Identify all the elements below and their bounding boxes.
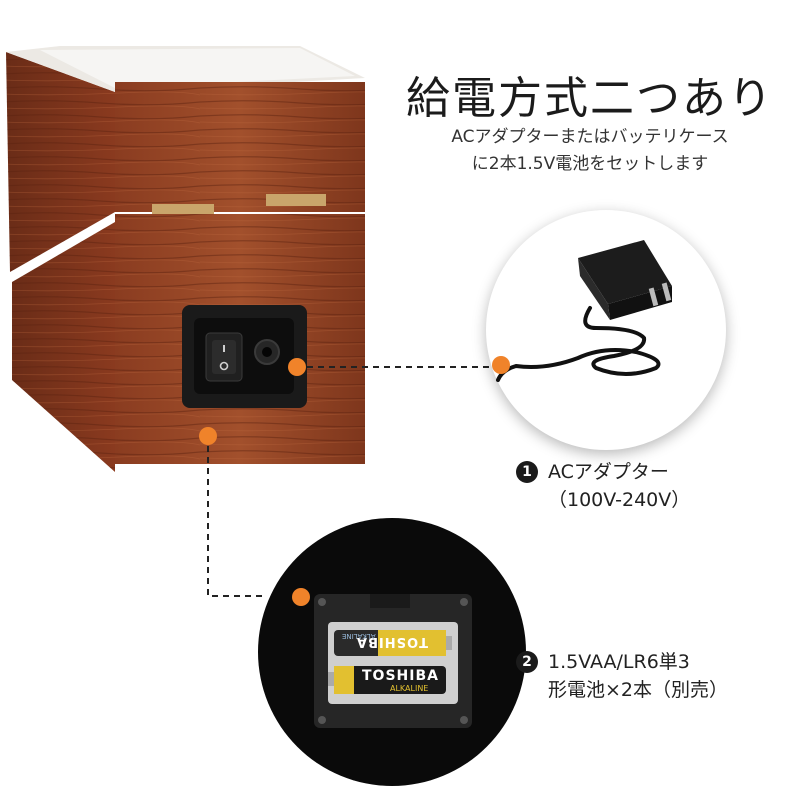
adapter-callout xyxy=(486,210,726,450)
callout-battery-label: 2 1.5VAA/LR6単3 形電池×2本（別売） xyxy=(516,648,728,704)
top-battery-sub: ALKALINE xyxy=(342,632,376,640)
callout-2-line-2: 形電池×2本（別売） xyxy=(548,679,729,701)
bottom-battery-sub: ALKALINE xyxy=(390,684,429,693)
callout-number-2: 2 xyxy=(516,651,538,673)
battery-connector-line xyxy=(207,446,262,597)
battery-case-marker-dot xyxy=(292,588,310,606)
control-panel xyxy=(182,305,307,408)
callout-number-1: 1 xyxy=(516,461,538,483)
battery-icon xyxy=(314,594,472,728)
callout-adapter-label: 1 ACアダプター （100V-240V） xyxy=(516,458,690,514)
battery-callout: TOSHIBA ALKALINE TOSHIBA ALKALINE xyxy=(258,518,526,786)
ac-adapter-icon xyxy=(496,240,672,382)
battery-marker-dot xyxy=(199,427,217,445)
subtitle-line-1: ACアダプターまたはバッテリケース xyxy=(451,127,729,147)
dc-jack-icon[interactable] xyxy=(254,339,280,365)
subtitle: ACアダプターまたはバッテリケース に2本1.5V電池をセットします xyxy=(400,124,780,178)
bottom-battery-brand: TOSHIBA xyxy=(362,668,439,684)
jack-marker-dot xyxy=(288,358,306,376)
page-title: 給電方式二つあり xyxy=(406,73,774,124)
callout-2-line-1: 1.5VAA/LR6単3 xyxy=(548,651,690,673)
callout-1-line-2: （100V-240V） xyxy=(548,489,691,511)
power-switch-icon[interactable] xyxy=(205,332,243,382)
callout-1-line-1: ACアダプター xyxy=(548,461,669,483)
adapter-marker-dot xyxy=(492,356,510,374)
subtitle-line-2: に2本1.5V電池をセットします xyxy=(471,154,709,174)
